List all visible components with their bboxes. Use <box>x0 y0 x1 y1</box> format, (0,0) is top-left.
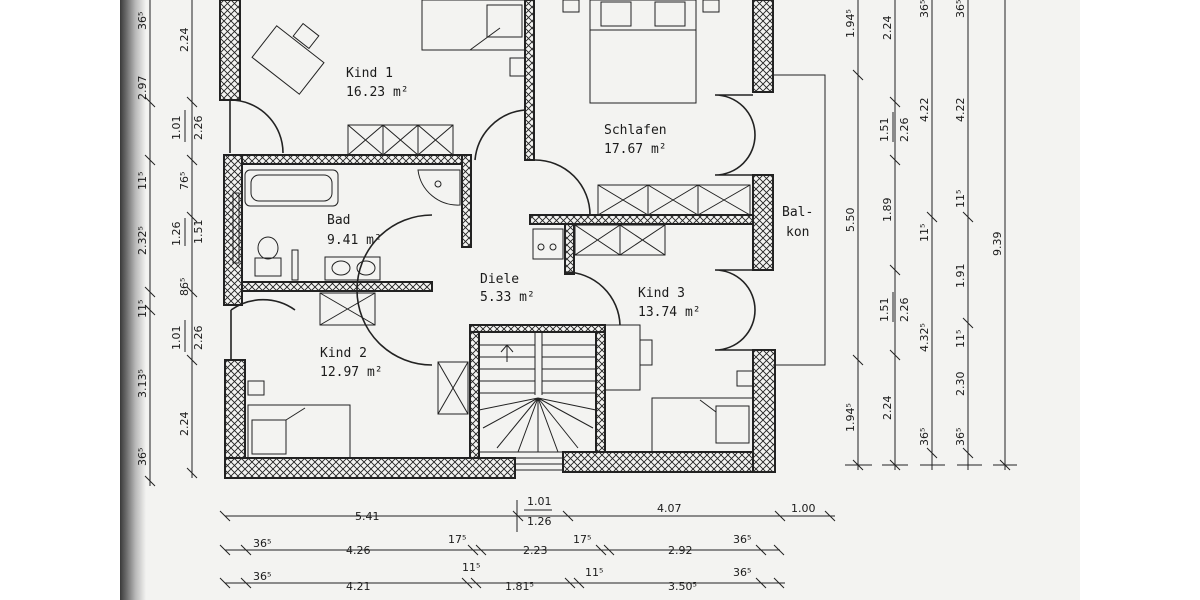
room-name-kind2: Kind 2 <box>320 346 367 361</box>
exterior-walls <box>219 0 776 479</box>
scan-shadow <box>120 0 146 600</box>
dim-r1-2: 1.94⁵ <box>844 403 857 432</box>
dim-b1-1: 1.01 <box>527 495 552 508</box>
dim-b2-1: 4.26 <box>346 544 371 557</box>
room-name-bad: Bad <box>327 213 350 228</box>
dim-b1-0: 5.41 <box>355 510 380 523</box>
room-area-schlafen: 17.67 m² <box>604 142 667 157</box>
dim-r2-0: 2.24 <box>881 16 894 41</box>
dim-r1-0: 1.94⁵ <box>844 9 857 38</box>
dimension-right: 1.94⁵ 5.50 1.94⁵ 2.24 1.51 2.26 1.89 1.5… <box>844 0 1017 471</box>
wardrobes <box>319 124 751 415</box>
dim-l1-2: 11⁵ <box>136 172 149 190</box>
dim-r4-0: 36⁵ <box>954 0 967 18</box>
dimension-left: 36⁵ 2.97 11⁵ 2.32⁵ 11⁵ 3.13⁵ 36⁵ 2.24 1.… <box>136 0 205 487</box>
dim-b1-3: 4.07 <box>657 502 682 515</box>
dim-l2-3: 76⁵ <box>178 172 191 190</box>
interior-walls <box>223 0 754 459</box>
dim-b2-2: 17⁵ <box>448 533 466 546</box>
dim-r3-3: 4.32⁵ <box>918 323 931 352</box>
dim-r5-0: 9.39 <box>991 232 1004 257</box>
dim-l2-1: 1.01 <box>170 116 183 141</box>
dim-b2-6: 36⁵ <box>733 533 751 546</box>
dim-r4-2: 11⁵ <box>954 190 967 208</box>
room-name-kind3: Kind 3 <box>638 286 685 301</box>
dim-r2-2: 2.26 <box>898 118 911 143</box>
dim-l2-7: 1.01 <box>170 326 183 351</box>
dim-l1-3: 2.32⁵ <box>136 226 149 255</box>
dim-r2-3: 1.89 <box>881 198 894 223</box>
dim-b3-1: 4.21 <box>346 580 371 593</box>
dim-r2-5: 2.26 <box>898 298 911 323</box>
dim-l1-5: 3.13⁵ <box>136 369 149 398</box>
dim-b3-5: 3.50⁵ <box>668 580 697 593</box>
dim-l1-1: 2.97 <box>136 76 149 101</box>
room-area-kind3: 13.74 m² <box>638 305 701 320</box>
dim-b2-0: 36⁵ <box>253 537 271 550</box>
room-area-diele: 5.33 m² <box>480 290 535 305</box>
dim-l2-2: 2.26 <box>192 116 205 141</box>
dim-r3-2: 11⁵ <box>918 224 931 242</box>
staircase <box>478 331 597 453</box>
dim-r3-0: 36⁵ <box>918 0 931 18</box>
dim-r4-4: 11⁵ <box>954 330 967 348</box>
dim-b2-3: 2.23 <box>523 544 548 557</box>
dim-b3-0: 36⁵ <box>253 570 271 583</box>
dim-b1-2: 1.26 <box>527 515 552 528</box>
room-labels: Kind 1 16.23 m² Schlafen 17.67 m² Bad 9.… <box>320 66 813 380</box>
paper-sheet <box>120 0 1080 600</box>
dim-r4-3: 1.91 <box>954 264 967 289</box>
dim-r2-4: 1.51 <box>878 298 891 323</box>
dim-b1-4: 1.00 <box>791 502 816 515</box>
room-area-bad: 9.41 m² <box>327 233 382 248</box>
dim-b3-3: 1.81⁵ <box>505 580 534 593</box>
dimension-bottom: 5.41 1.01 1.26 4.07 1.00 36⁵ 4.26 17⁵ 2.… <box>219 495 836 593</box>
dim-b3-6: 36⁵ <box>733 566 751 579</box>
room-area-kind1: 16.23 m² <box>346 85 409 100</box>
dim-b3-2: 11⁵ <box>462 561 480 574</box>
dim-b3-4: 11⁵ <box>585 566 603 579</box>
dim-r3-4: 36⁵ <box>918 428 931 446</box>
dim-l2-6: 86⁵ <box>178 278 191 296</box>
room-area-kind2: 12.97 m² <box>320 365 383 380</box>
dim-l1-6: 36⁵ <box>136 448 149 466</box>
balkon-label-2: kon <box>786 225 809 240</box>
dim-r4-1: 4.22 <box>954 98 967 123</box>
balkon-outline <box>773 74 826 366</box>
dim-r2-6: 2.24 <box>881 396 894 421</box>
dim-b2-4: 17⁵ <box>573 533 591 546</box>
room-name-diele: Diele <box>480 272 519 287</box>
doors <box>229 94 756 471</box>
dim-l2-8: 2.26 <box>192 326 205 351</box>
dim-b2-5: 2.92 <box>668 544 693 557</box>
dim-l2-9: 2.24 <box>178 412 191 437</box>
room-name-kind1: Kind 1 <box>346 66 393 81</box>
dim-l2-4: 1.26 <box>170 222 183 247</box>
dim-l2-5: 1.51 <box>192 220 205 245</box>
dim-l2-0: 2.24 <box>178 28 191 53</box>
dim-l1-0: 36⁵ <box>136 12 149 30</box>
dim-r4-5: 2.30 <box>954 372 967 397</box>
dim-r4-6: 36⁵ <box>954 428 967 446</box>
dim-l1-4: 11⁵ <box>136 300 149 318</box>
dim-r3-1: 4.22 <box>918 98 931 123</box>
balkon-label-1: Bal- <box>782 205 813 220</box>
dim-r2-1: 1.51 <box>878 118 891 143</box>
furniture <box>232 0 754 459</box>
room-name-schlafen: Schlafen <box>604 123 667 138</box>
dim-r1-1: 5.50 <box>844 208 857 233</box>
